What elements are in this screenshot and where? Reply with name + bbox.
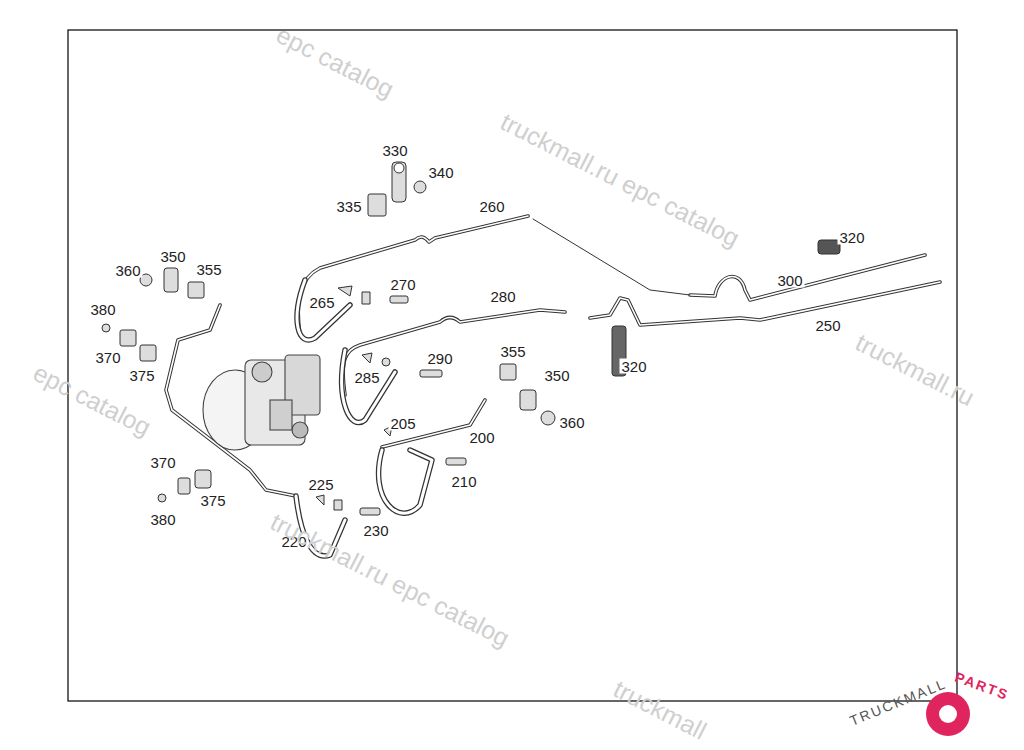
logo-text: PARTS (953, 670, 1011, 702)
callout-number: 320 (619, 359, 648, 374)
watermark: truckmall (610, 676, 710, 744)
logo-gear (926, 692, 970, 736)
callout-number: 200 (467, 430, 496, 445)
callout-number: 375 (198, 493, 227, 508)
callout-number: 270 (388, 277, 417, 292)
brake-lines (166, 216, 940, 556)
callout-number: 370 (93, 350, 122, 365)
callout-number: 210 (449, 474, 478, 489)
callout-number: 280 (488, 289, 517, 304)
callout-number: 320 (837, 230, 866, 245)
callout-number: 330 (380, 143, 409, 158)
logo-text: TRUCKMALL (848, 676, 949, 727)
callout-number: 350 (542, 368, 571, 383)
callout-number: 230 (361, 523, 390, 538)
callout-number: 340 (426, 165, 455, 180)
callout-number: 265 (307, 295, 336, 310)
callout-number: 380 (148, 512, 177, 527)
callout-number: 290 (425, 351, 454, 366)
watermark: epc catalog (272, 22, 397, 102)
callout-number: 355 (194, 262, 223, 277)
small-parts (102, 162, 840, 515)
callout-number: 360 (557, 415, 586, 430)
callout-number: 285 (352, 370, 381, 385)
callout-number: 360 (113, 263, 142, 278)
callout-number: 300 (775, 273, 804, 288)
callout-number: 260 (477, 199, 506, 214)
callout-number: 380 (88, 302, 117, 317)
watermark: truckmall.ru (852, 330, 978, 411)
watermark: truckmall.ru epc catalog (497, 109, 744, 251)
callout-number: 335 (334, 199, 363, 214)
frame (68, 30, 957, 701)
valve-unit (203, 355, 320, 450)
callout-number: 375 (127, 368, 156, 383)
callout-number: 350 (158, 249, 187, 264)
callout-number: 370 (148, 455, 177, 470)
callout-number: 355 (498, 344, 527, 359)
callout-number: 225 (306, 477, 335, 492)
callout-number: 205 (388, 416, 417, 431)
callout-number: 250 (813, 318, 842, 333)
